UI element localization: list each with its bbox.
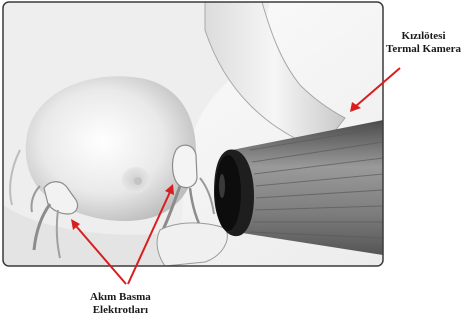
nipple [134, 177, 142, 185]
scene-panel [3, 2, 383, 266]
camera-label: Kızılötesi Termal Kamera [386, 30, 461, 56]
camera-label-line-2: Termal Kamera [386, 43, 461, 56]
camera-label-line-1: Kızılötesi [386, 30, 461, 43]
electrodes-label-line-2: Elektrotları [90, 304, 151, 317]
camera-lens [215, 155, 241, 231]
electrodes-label-line-1: Akım Basma [90, 291, 151, 304]
electrodes-label: Akım Basma Elektrotları [90, 291, 151, 317]
